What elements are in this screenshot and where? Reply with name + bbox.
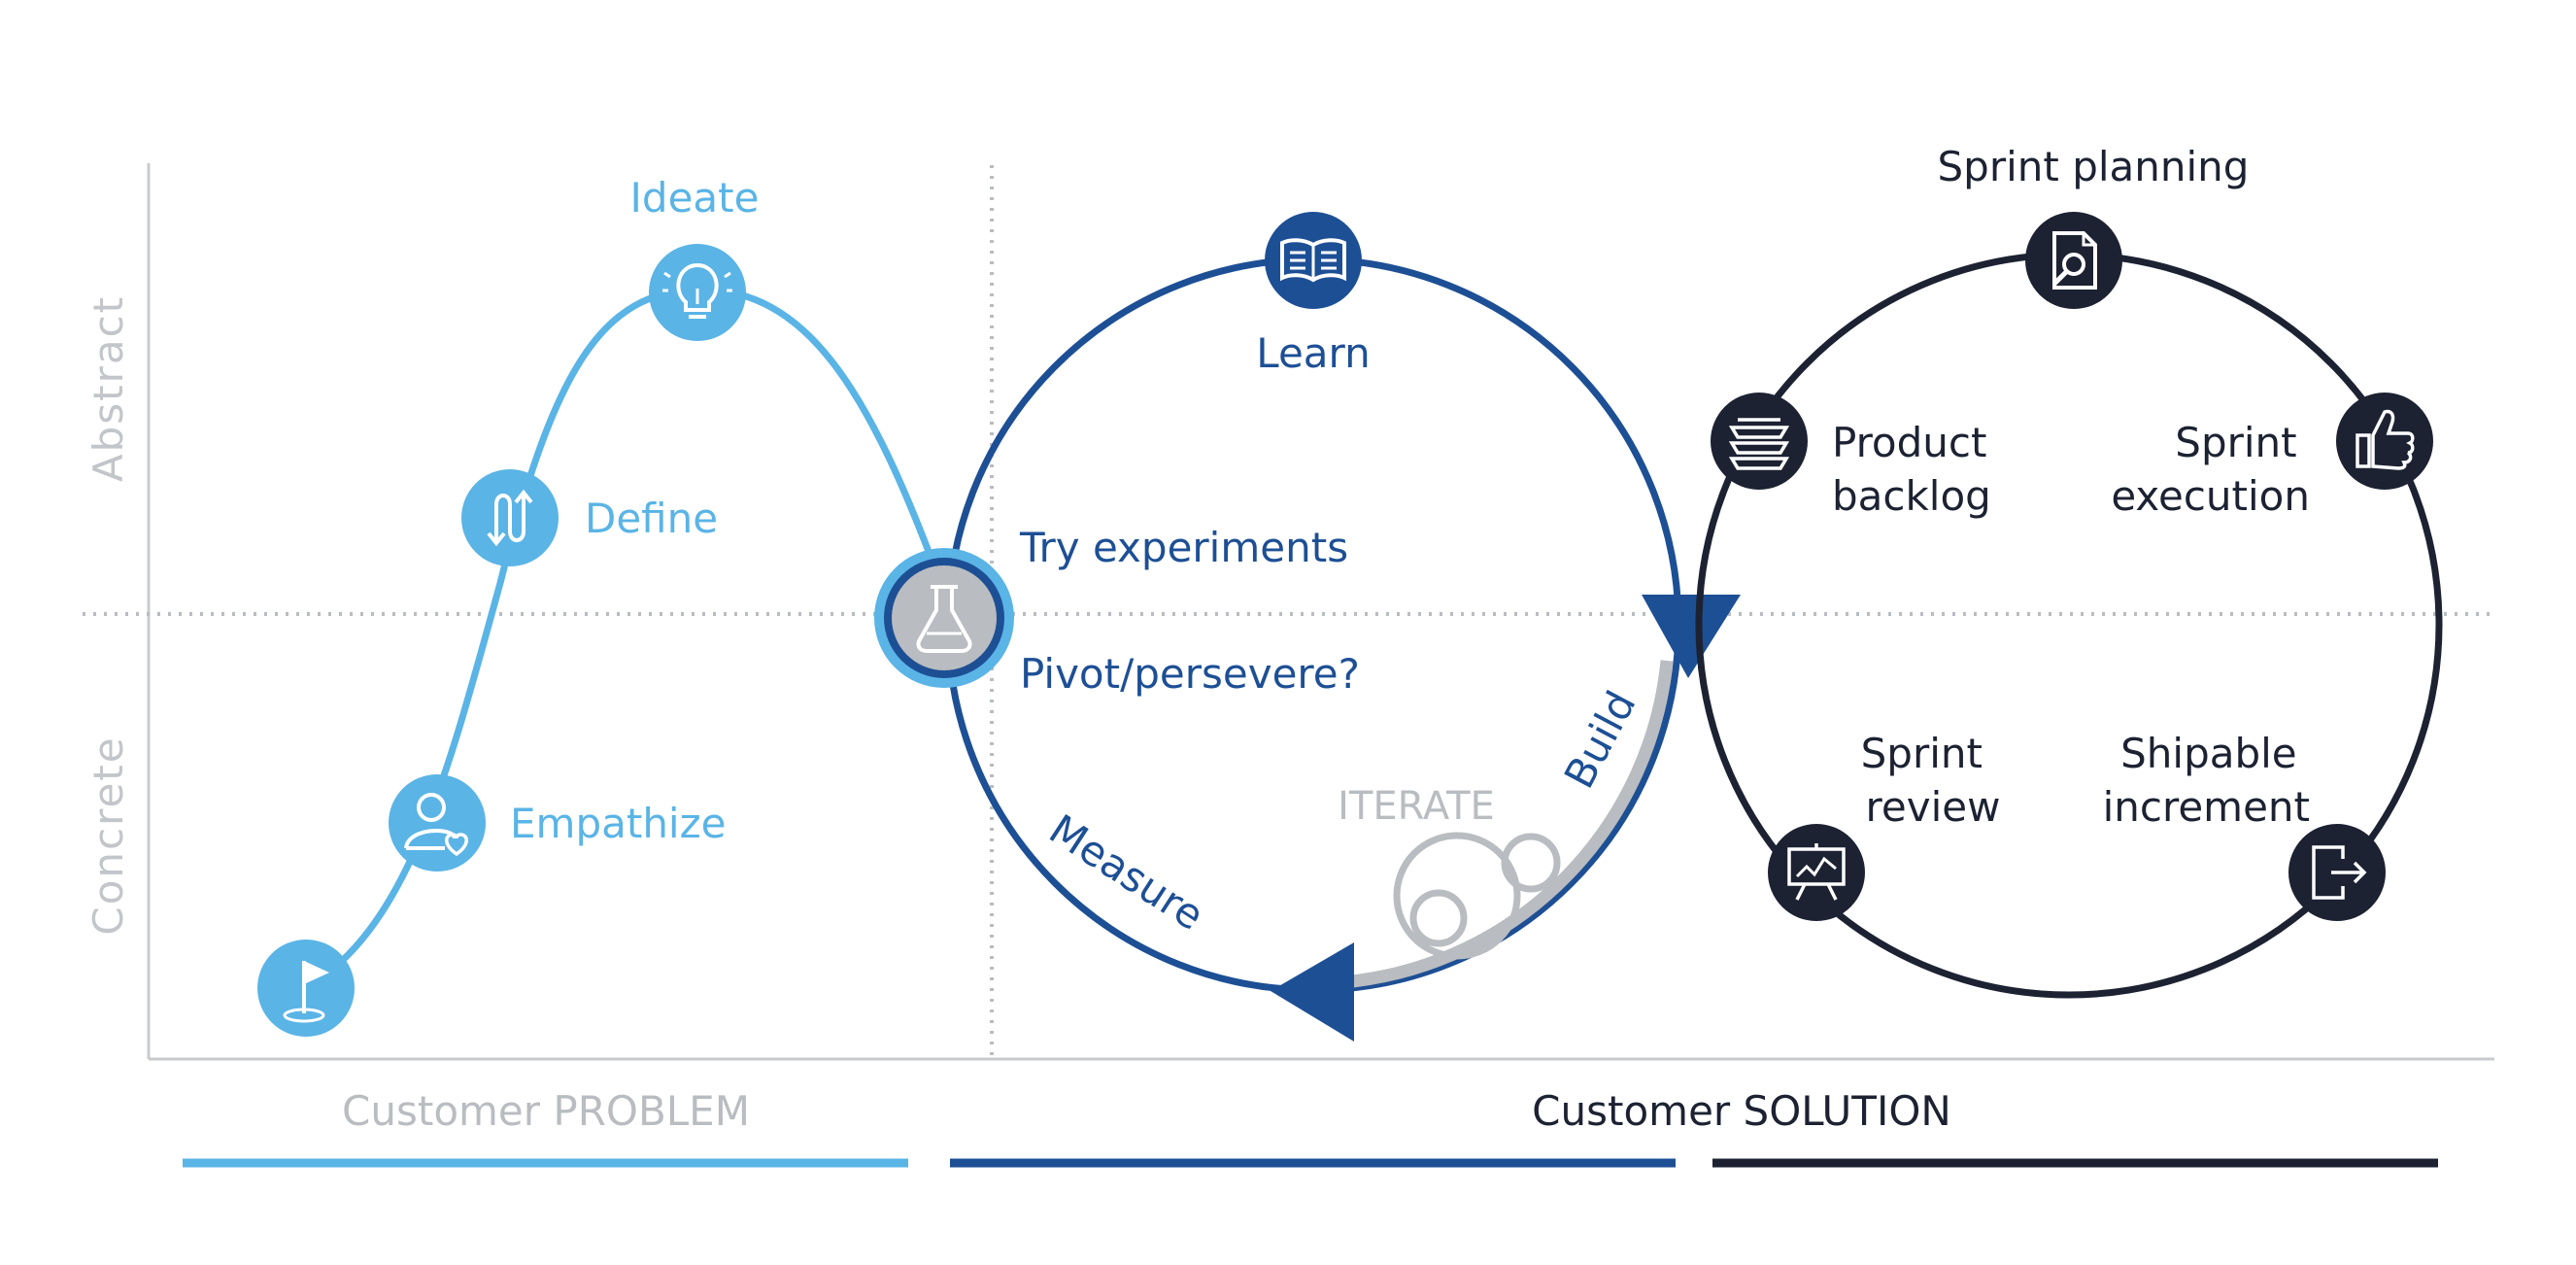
product-backlog-line-2: backlog [1832, 472, 1991, 520]
lean-label-try-experiments: Try experiments [1019, 524, 1348, 571]
export-icon [2288, 824, 2386, 921]
person-heart-icon [389, 774, 486, 872]
flag-icon [257, 940, 355, 1037]
build-arrowhead [1642, 595, 1741, 678]
gears-icon [1393, 832, 1561, 960]
lean-label-learn: Learn [1256, 329, 1370, 377]
lightbulb-icon [649, 244, 746, 341]
sprint-review-line-2: review [1866, 783, 2001, 831]
flask-icon [874, 548, 1014, 688]
scrum-label-shipable-increment: Shipable increment [2103, 730, 2310, 831]
scrum-label-product-backlog: Product backlog [1832, 419, 2000, 520]
footer: Customer PROBLEM Customer SOLUTION [183, 1087, 2438, 1168]
sprint-execution-line-1: Sprint [2175, 419, 2296, 466]
problem-section: Empathize Define Ideate [257, 174, 946, 1037]
stacked-layers-icon [1711, 393, 1808, 490]
presentation-board-icon [1768, 824, 1865, 921]
design-thinking-curve [304, 286, 946, 992]
footer-label-problem: Customer PROBLEM [342, 1087, 750, 1135]
scrum-label-sprint-execution: Sprint execution [2111, 419, 2310, 520]
iterate-arc [1351, 660, 1674, 988]
stage-label-define: Define [585, 495, 718, 542]
footer-label-solution: Customer SOLUTION [1532, 1087, 1951, 1135]
book-icon [1265, 212, 1362, 309]
shipable-increment-line-1: Shipable [2120, 730, 2297, 777]
sprint-review-line-1: Sprint [1861, 730, 1983, 777]
y-label-abstract: Abstract [85, 295, 132, 482]
lean-label-measure: Measure [1041, 805, 1212, 940]
y-label-concrete: Concrete [85, 735, 132, 935]
document-search-icon [2025, 212, 2122, 309]
lean-label-pivot: Pivot/persevere? [1020, 650, 1360, 698]
thumbs-up-icon [2336, 393, 2433, 490]
stage-label-empathize: Empathize [510, 800, 727, 847]
scrum-label-sprint-planning: Sprint planning [1938, 143, 2250, 190]
axes: Abstract Concrete [83, 163, 2494, 1061]
scrum-label-sprint-review: Sprint review [1861, 730, 2001, 831]
sprint-execution-line-2: execution [2111, 472, 2310, 520]
stage-label-ideate: Ideate [630, 174, 760, 222]
iterate-label: ITERATE [1338, 784, 1495, 829]
shipable-increment-line-2: increment [2103, 783, 2310, 831]
up-down-arrows-icon [461, 469, 559, 566]
lean-section: ITERATE Learn Try experiments Pivot [874, 212, 1741, 1042]
measure-arrowhead [1271, 942, 1354, 1042]
scrum-section: Sprint planning Product backlog Sprint e… [1695, 143, 2443, 999]
product-backlog-line-1: Product [1832, 419, 1986, 466]
